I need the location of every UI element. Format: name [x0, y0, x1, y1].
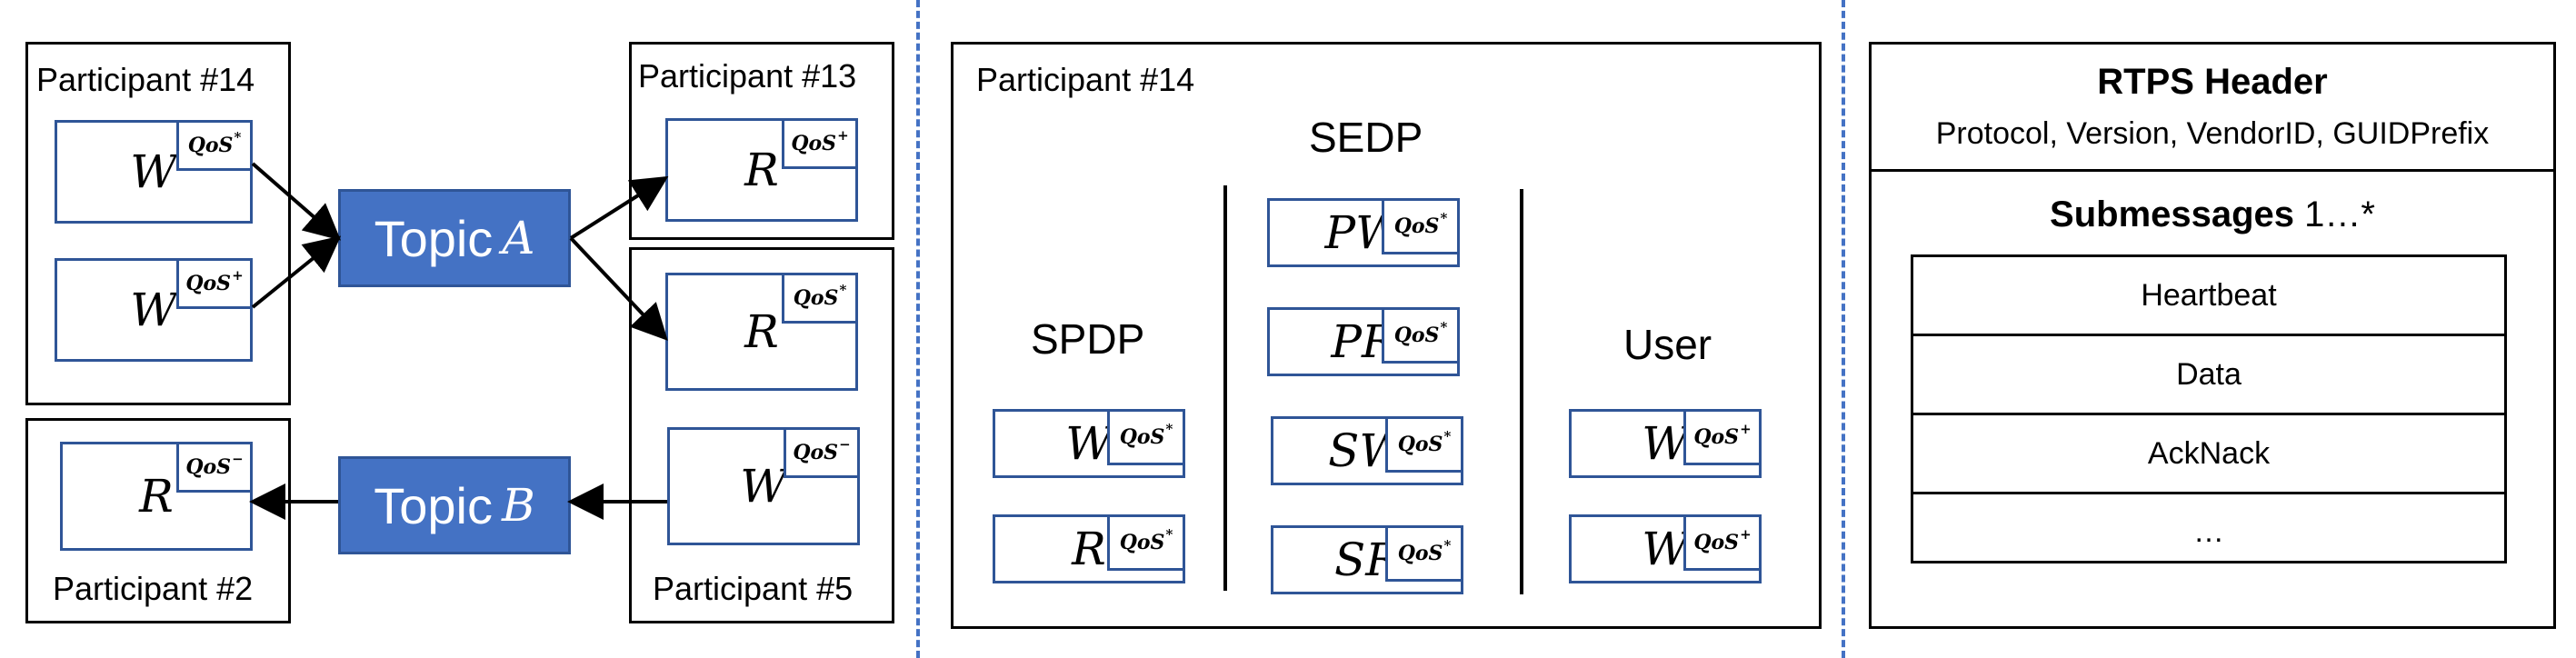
qos-badge: QoS* — [1107, 514, 1185, 571]
rtps-header-fields: Protocol, Version, VendorID, GUIDPrefix — [1935, 116, 2490, 151]
writer-entity[interactable]: W QoS* — [55, 120, 253, 224]
sedp-label: SEDP — [1309, 114, 1423, 161]
qos-badge: QoS* — [1382, 307, 1460, 364]
reader-label: R — [139, 470, 174, 523]
qos-badge: QoS+ — [1683, 514, 1762, 571]
spdp-reader[interactable]: R QoS* — [993, 514, 1185, 583]
user-writer[interactable]: W QoS+ — [1569, 409, 1762, 478]
writer-label: W — [130, 145, 177, 198]
qos-badge: QoS* — [782, 273, 858, 324]
qos-badge: QoS* — [1385, 525, 1463, 582]
submessages-title: Submessages 1…* — [2050, 194, 2375, 234]
arrow-w1-to-topic-a — [251, 162, 342, 241]
qos-badge: QoS* — [1107, 409, 1185, 465]
sedp-publications-reader[interactable]: PR QoS* — [1267, 307, 1460, 376]
arrow-topic-a-to-r5 — [569, 236, 668, 341]
column-divider — [1520, 189, 1523, 594]
participant-13-title: Participant #13 — [638, 57, 857, 95]
qos-badge: QoS* — [1385, 416, 1463, 473]
qos-badge: QoS+ — [176, 258, 253, 309]
arrow-w2-to-topic-a — [251, 235, 342, 309]
rtps-header-separator — [1869, 169, 2556, 172]
writer-entity[interactable]: W QoS+ — [55, 258, 253, 362]
submessage-row-acknack[interactable]: AckNack — [1913, 415, 2504, 494]
qos-badge: QoS− — [784, 427, 860, 478]
arrow-topic-a-to-r13 — [569, 175, 669, 240]
participant-14-detail-title: Participant #14 — [976, 61, 1195, 98]
writer-label: W — [130, 284, 177, 336]
qos-badge: QoS+ — [782, 118, 858, 169]
writer-entity[interactable]: W QoS− — [667, 427, 860, 545]
reader-label: R — [744, 305, 779, 358]
sedp-publications-writer[interactable]: PW QoS* — [1267, 198, 1460, 267]
spdp-writer[interactable]: W QoS* — [993, 409, 1185, 478]
panel-divider — [916, 0, 920, 658]
sedp-subscriptions-reader[interactable]: SR QoS* — [1271, 525, 1463, 594]
connection-arrows — [249, 162, 669, 520]
submessage-row-heartbeat[interactable]: Heartbeat — [1913, 257, 2504, 336]
submessage-list: Heartbeat Data AckNack … — [1911, 254, 2507, 563]
qos-badge: QoS* — [1382, 198, 1460, 254]
spdp-label: SPDP — [1031, 315, 1145, 363]
qos-badge: QoS+ — [1683, 409, 1762, 465]
sedp-subscriptions-writer[interactable]: SW QoS* — [1271, 416, 1463, 485]
submessage-row-more: … — [2193, 513, 2224, 549]
column-divider — [1223, 185, 1227, 591]
submessage-row-data[interactable]: Data — [1913, 336, 2504, 415]
participant-2-title: Participant #2 — [53, 570, 254, 607]
qos-badge: QoS* — [176, 120, 253, 171]
rtps-header-title: RTPS Header — [2097, 62, 2328, 102]
writer-label: W — [740, 460, 787, 513]
participant-5-title: Participant #5 — [653, 570, 854, 607]
reader-entity[interactable]: R QoS− — [60, 442, 253, 551]
reader-entity[interactable]: R QoS+ — [665, 118, 858, 222]
qos-badge: QoS− — [176, 442, 253, 493]
user-label: User — [1623, 321, 1712, 368]
user-writer[interactable]: W QoS+ — [1569, 514, 1762, 583]
participant-14-title: Participant #14 — [36, 61, 255, 98]
reader-label: R — [744, 144, 779, 196]
reader-entity[interactable]: R QoS* — [665, 273, 858, 391]
panel-divider — [1842, 0, 1845, 658]
